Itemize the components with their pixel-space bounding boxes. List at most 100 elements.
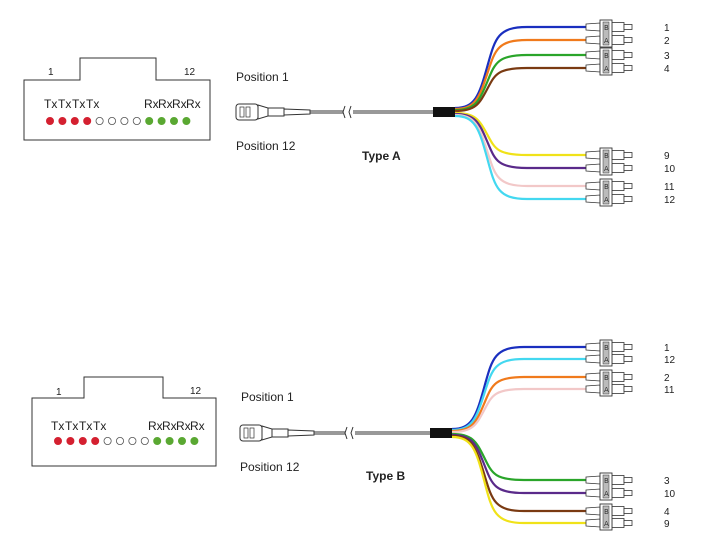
mpo-connector-a	[235, 103, 311, 121]
port-number: 12	[664, 355, 676, 366]
fiber-strand	[451, 345, 586, 431]
polarity-letter: B	[604, 24, 609, 32]
tx-label: Tx	[79, 419, 92, 433]
lc-duplex-connector: BA	[585, 503, 633, 531]
position-last-label: Position 12	[236, 139, 296, 153]
fiber-position-dot	[169, 117, 178, 126]
breakout-boot-a	[433, 107, 455, 117]
fiber-strand	[454, 38, 586, 111]
polarity-letter: A	[604, 356, 609, 364]
polarity-letter: B	[604, 52, 609, 60]
rx-label: Rx	[158, 97, 173, 111]
cable-break-a	[342, 105, 353, 119]
fiber-position-dot	[153, 436, 162, 445]
fiber-strand	[451, 432, 586, 482]
polarity-letter: B	[604, 374, 609, 382]
port-number: 2	[664, 36, 670, 47]
rx-label: Rx	[190, 419, 205, 433]
fiber-strand	[454, 113, 586, 188]
fiber-strand	[451, 375, 586, 433]
rx-label: Rx	[186, 97, 201, 111]
mpo-end-face-outline-a	[23, 57, 211, 141]
fiber-position-dot	[58, 117, 67, 126]
polarity-letter: A	[604, 490, 609, 498]
breakout-boot-b	[430, 428, 452, 438]
port-number: 3	[664, 51, 670, 62]
port-number: 10	[664, 489, 676, 500]
key-right-number: 12	[184, 67, 196, 78]
polarity-letter: B	[604, 183, 609, 191]
rx-label: Rx	[176, 419, 191, 433]
position-last-label: Position 12	[240, 460, 300, 474]
tx-label: Tx	[58, 97, 71, 111]
fiber-position-dot	[66, 436, 75, 445]
port-number: 11	[664, 385, 675, 396]
tx-label: Tx	[44, 97, 57, 111]
fiber-strand	[454, 114, 586, 201]
rx-label: Rx	[172, 97, 187, 111]
fiber-dots-b	[54, 436, 199, 445]
fiber-strand	[454, 111, 586, 157]
port-number: 12	[664, 195, 676, 206]
fiber-position-dot	[177, 436, 186, 445]
tx-label: Tx	[72, 97, 85, 111]
polarity-letter: B	[604, 508, 609, 516]
fiber-position-dot	[54, 436, 63, 445]
tx-label: Tx	[86, 97, 99, 111]
type-label: Type A	[362, 149, 401, 163]
mpo-connector-b	[239, 424, 315, 442]
polarity-letter: A	[604, 65, 609, 73]
polarity-letter: B	[604, 152, 609, 160]
port-number: 10	[664, 164, 676, 175]
fiber-position-dot	[145, 117, 154, 126]
lc-duplex-connector: BA	[585, 19, 633, 48]
port-number: 2	[664, 373, 670, 384]
fiber-position-dot	[108, 117, 117, 126]
port-number: 9	[664, 519, 670, 530]
lc-duplex-connector: BA	[585, 369, 633, 397]
port-number: 1	[664, 23, 670, 34]
fiber-strand	[451, 434, 586, 513]
fiber-position-dot	[70, 117, 79, 126]
fiber-strand	[451, 357, 586, 432]
key-left-number: 1	[56, 387, 62, 398]
fiber-position-dot	[103, 436, 112, 445]
port-number: 3	[664, 476, 670, 487]
lc-duplex-connector: BA	[585, 178, 633, 207]
fiber-strand	[454, 66, 586, 113]
port-number: 9	[664, 151, 670, 162]
port-number: 1	[664, 343, 670, 354]
port-number: 4	[664, 64, 670, 75]
fiber-position-dot	[120, 117, 129, 126]
polarity-letter: A	[604, 386, 609, 394]
type-label: Type B	[366, 469, 405, 483]
polarity-letter: B	[604, 344, 609, 352]
mpo-end-face-outline-b	[31, 376, 217, 467]
tx-label: Tx	[65, 419, 78, 433]
fiber-position-dot	[157, 117, 166, 126]
fiber-position-dot	[140, 436, 149, 445]
fiber-position-dot	[132, 117, 141, 126]
position-first-label: Position 1	[236, 70, 289, 84]
fiber-strand	[454, 25, 586, 110]
fiber-position-dot	[83, 117, 92, 126]
port-number: 4	[664, 507, 670, 518]
cable-break-b	[344, 426, 355, 440]
polarity-letter: A	[604, 520, 609, 528]
fiber-dots-a	[46, 117, 191, 126]
fiber-strand	[451, 433, 586, 495]
fiber-position-dot	[165, 436, 174, 445]
key-right-number: 12	[190, 386, 202, 397]
position-first-label: Position 1	[241, 390, 294, 404]
lc-duplex-connector: BA	[585, 472, 633, 501]
